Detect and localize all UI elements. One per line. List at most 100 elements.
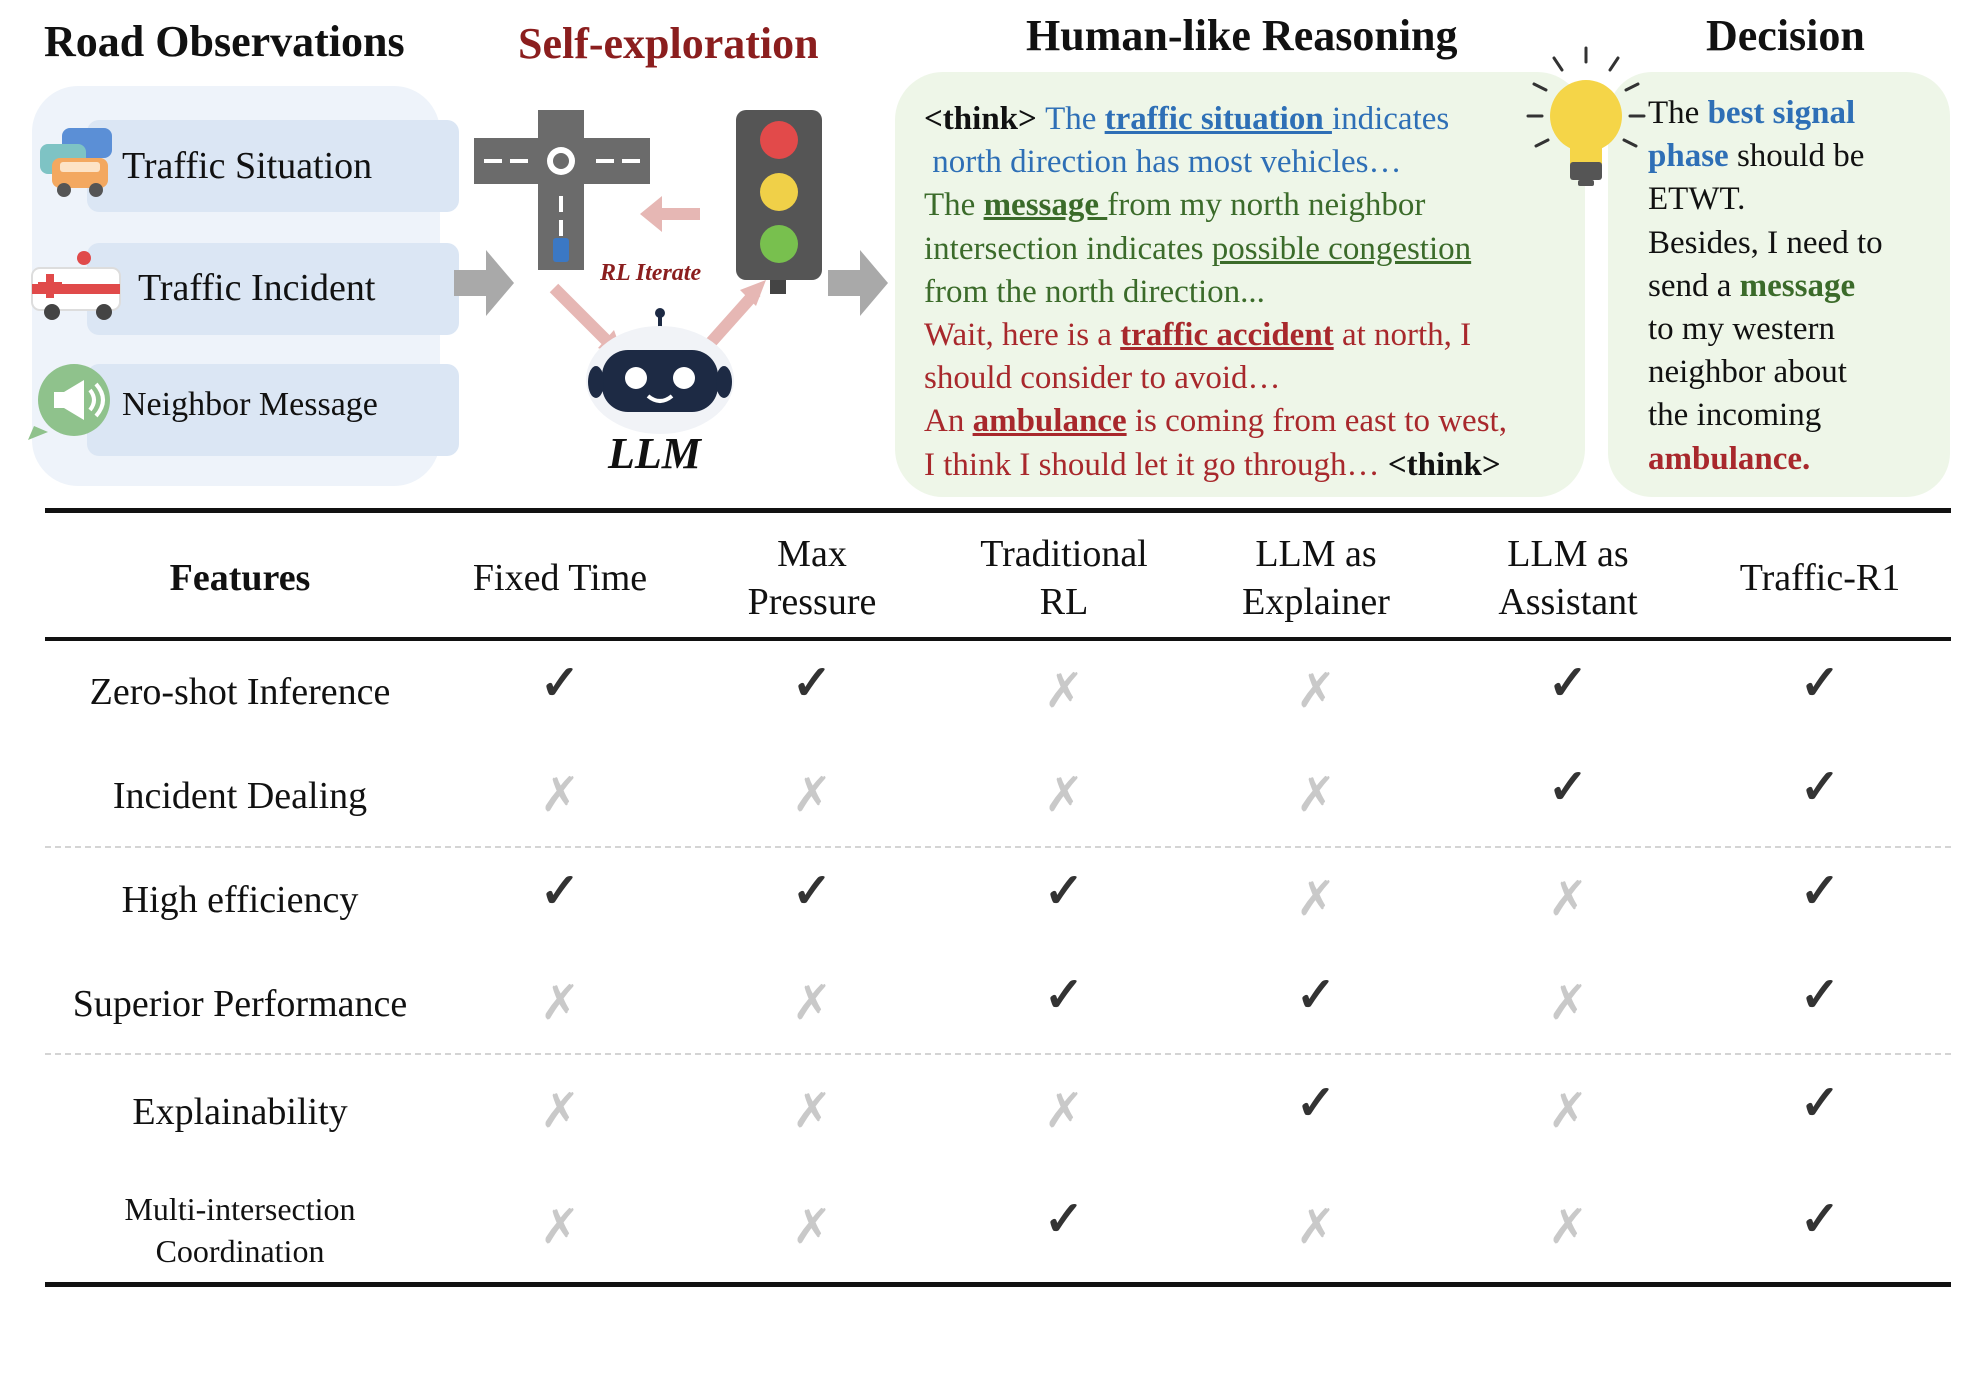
- check-icon: ✓: [1799, 761, 1841, 814]
- check-icon: ✓: [1799, 657, 1841, 710]
- text-span: The: [1648, 95, 1708, 131]
- text-line: neighbor about: [1648, 351, 1847, 394]
- cross-icon: ✗: [1295, 873, 1337, 926]
- text-line: An ambulance is coming from east to west…: [924, 400, 1507, 443]
- text-span: <think>: [924, 101, 1046, 137]
- ambulance-icon: [31, 251, 121, 320]
- intersection-icon: [474, 110, 650, 270]
- text-line: Wait, here is a traffic accident at nort…: [924, 314, 1471, 357]
- check-icon: ✓: [1043, 1193, 1085, 1246]
- reasoning-title: Human-like Reasoning: [1026, 11, 1458, 60]
- neighbor-message-item: [87, 364, 459, 456]
- column-header-line: Traffic-R1: [1739, 557, 1901, 599]
- column-header-line: Max: [777, 533, 847, 575]
- self-exploration-title: Self-exploration: [518, 19, 819, 68]
- check-icon: ✓: [791, 657, 833, 710]
- cross-icon: ✗: [539, 769, 581, 822]
- check-icon: ✓: [1799, 1077, 1841, 1130]
- cross-icon: ✗: [539, 977, 581, 1030]
- text-span: Wait, here is a: [924, 317, 1121, 353]
- text-span: indicates: [1331, 101, 1450, 137]
- text-span: ambulance.: [1648, 440, 1811, 477]
- lightbulb-icon: [1526, 46, 1646, 186]
- column-header-line: LLM as: [1507, 533, 1629, 575]
- cars-icon: [40, 128, 112, 197]
- text-line: ambulance.: [1648, 438, 1810, 481]
- feature-label-line: Incident Dealing: [112, 775, 368, 817]
- text-line: phase should be: [1648, 135, 1864, 178]
- text-line: <think> The traffic situation indicates: [924, 98, 1449, 141]
- column-header-line: Assistant: [1498, 581, 1638, 623]
- text-line: north direction has most vehicles…: [924, 141, 1402, 184]
- text-span: message: [1739, 267, 1856, 304]
- arrow-right-icon: [454, 250, 514, 316]
- table-bottom-rule: [45, 1282, 1951, 1287]
- cross-icon: ✗: [1043, 1085, 1085, 1138]
- text-line: should consider to avoid…: [924, 357, 1281, 400]
- feature-label-line: Zero-shot Inference: [89, 671, 391, 713]
- column-header-line: Pressure: [747, 581, 877, 623]
- cross-icon: ✗: [791, 769, 833, 822]
- feature-label-line: Explainability: [132, 1091, 348, 1133]
- table-top-rule: [45, 508, 1951, 513]
- decision-panel: [1608, 72, 1950, 497]
- column-header: Fixed Time: [473, 554, 647, 602]
- text-span: ETWT.: [1648, 181, 1746, 218]
- text-span: neighbor about: [1648, 354, 1847, 391]
- text-span: An: [924, 403, 973, 440]
- text-line: I think I should let it go through… <thi…: [924, 444, 1501, 487]
- text-span: from the north direction...: [924, 273, 1265, 310]
- feature-label: Superior Performance: [73, 982, 408, 1026]
- features-header: Features: [169, 557, 311, 599]
- text-span: best signal: [1707, 95, 1856, 131]
- traffic-incident-item: [87, 243, 459, 335]
- text-span: possible congestion: [1211, 230, 1472, 267]
- text-span: should be: [1728, 138, 1865, 175]
- feature-label-line: Multi-intersection: [124, 1191, 356, 1227]
- text-line: intersection indicates possible congesti…: [924, 228, 1471, 271]
- cross-icon: ✗: [1043, 769, 1085, 822]
- text-line: ETWT.: [1648, 178, 1745, 221]
- traffic-situation-label: Traffic Situation: [122, 145, 373, 187]
- cross-icon: ✗: [1547, 1085, 1589, 1138]
- traffic-situation-item: [87, 120, 459, 212]
- text-span: phase: [1648, 138, 1729, 175]
- text-span: at north, I: [1333, 317, 1472, 353]
- text-span: traffic accident: [1120, 317, 1334, 353]
- column-header-line: Traditional: [980, 533, 1148, 575]
- text-span: intersection indicates: [924, 230, 1212, 267]
- cross-icon: ✗: [539, 1085, 581, 1138]
- check-icon: ✓: [1043, 969, 1085, 1022]
- cross-icon: ✗: [791, 977, 833, 1030]
- text-line: the incoming: [1648, 394, 1821, 437]
- feature-label-line: High efficiency: [121, 879, 359, 921]
- text-span: The: [924, 187, 984, 224]
- feature-label-line: Coordination: [155, 1233, 325, 1269]
- text-line: Besides, I need to: [1648, 222, 1883, 265]
- text-span: I think I should let it go through…: [924, 446, 1388, 483]
- column-header: Traffic-R1: [1740, 554, 1900, 602]
- text-span: should consider to avoid…: [924, 360, 1281, 397]
- text-span: traffic situation: [1104, 101, 1332, 137]
- check-icon: ✓: [1043, 865, 1085, 918]
- rl-iterate-label: RL Iterate: [600, 260, 702, 286]
- check-icon: ✓: [1799, 1193, 1841, 1246]
- column-header-line: Explainer: [1242, 581, 1390, 623]
- cross-icon: ✗: [1547, 873, 1589, 926]
- cross-icon: ✗: [1295, 1201, 1337, 1254]
- check-icon: ✓: [791, 865, 833, 918]
- text-line: send a message: [1648, 265, 1855, 308]
- text-span: the incoming: [1648, 397, 1822, 434]
- text-span: The: [1045, 101, 1105, 137]
- text-span: ambulance: [972, 403, 1127, 440]
- check-icon: ✓: [539, 865, 581, 918]
- column-header-line: Fixed Time: [472, 557, 648, 599]
- check-icon: ✓: [1295, 969, 1337, 1022]
- check-icon: ✓: [1799, 865, 1841, 918]
- text-span: north direction has most vehicles…: [924, 144, 1402, 181]
- traffic-light-icon: [736, 110, 822, 294]
- check-icon: ✓: [539, 657, 581, 710]
- self-exploration-illustration: [474, 110, 822, 434]
- cross-icon: ✗: [1295, 769, 1337, 822]
